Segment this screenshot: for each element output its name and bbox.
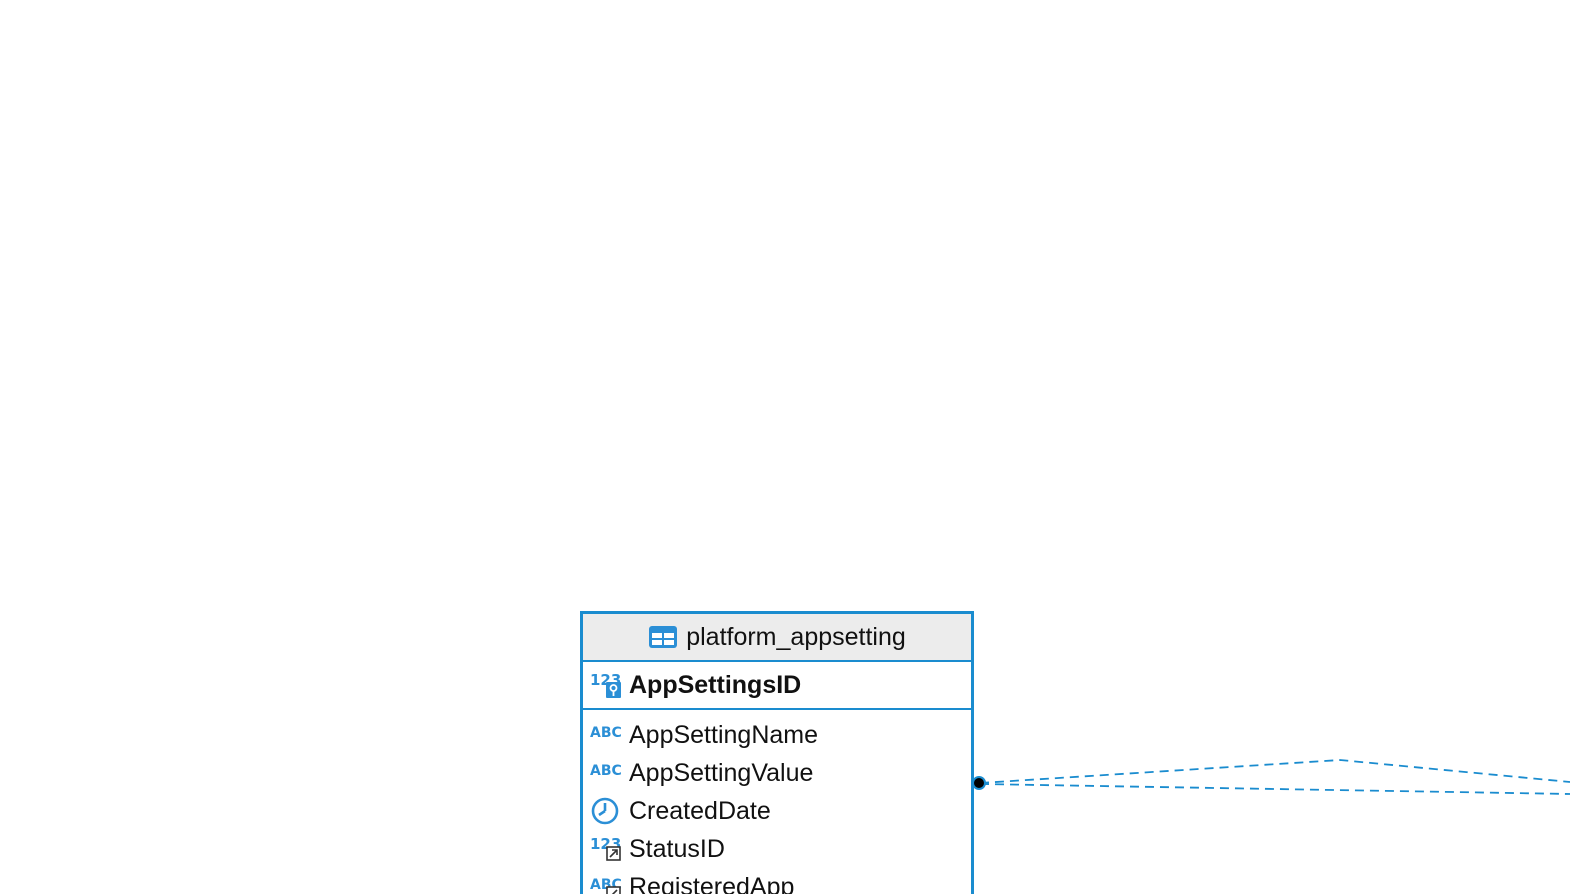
svg-text:ABC: ABC xyxy=(590,763,622,779)
entity-title: platform_appsetting xyxy=(686,622,906,651)
column-name: StatusID xyxy=(629,834,725,863)
column-row[interactable]: ABC AppSettingValue xyxy=(583,754,971,792)
numeric-key-icon: 123 xyxy=(590,671,621,698)
column-row[interactable]: CreatedDate xyxy=(583,792,971,830)
column-name: RegisteredApp xyxy=(629,872,795,894)
column-name: AppSettingValue xyxy=(629,758,814,787)
column-row[interactable]: ABC AppSettingName xyxy=(583,716,971,754)
column-row-primary-key[interactable]: 123 AppSettingsID xyxy=(583,666,801,704)
column-row[interactable]: 123 StatusID xyxy=(583,830,971,868)
column-row[interactable]: ABC RegisteredApp xyxy=(583,868,971,894)
text-type-icon: ABC xyxy=(590,725,622,741)
column-name: CreatedDate xyxy=(629,796,771,825)
column-list: ABC AppSettingName ABC AppSettingValue C… xyxy=(583,710,971,894)
relationship-line-upper[interactable] xyxy=(979,759,1570,784)
entity-platform-appsetting[interactable]: platform_appsetting 123 AppSettingsID AB… xyxy=(580,611,974,894)
entity-header[interactable]: platform_appsetting xyxy=(583,614,971,662)
text-fk-icon: ABC xyxy=(590,877,622,894)
table-icon xyxy=(649,626,678,648)
primary-key-section: 123 AppSettingsID xyxy=(583,662,971,710)
relationship-endpoint-dot[interactable] xyxy=(972,776,986,790)
numeric-fk-icon: 123 xyxy=(590,835,621,861)
relationship-line-lower[interactable] xyxy=(979,783,1570,795)
column-name: AppSettingName xyxy=(629,720,819,749)
text-type-icon: ABC xyxy=(590,763,622,779)
datetime-type-icon xyxy=(591,797,619,825)
svg-text:ABC: ABC xyxy=(590,725,622,741)
column-name: AppSettingsID xyxy=(629,670,802,699)
